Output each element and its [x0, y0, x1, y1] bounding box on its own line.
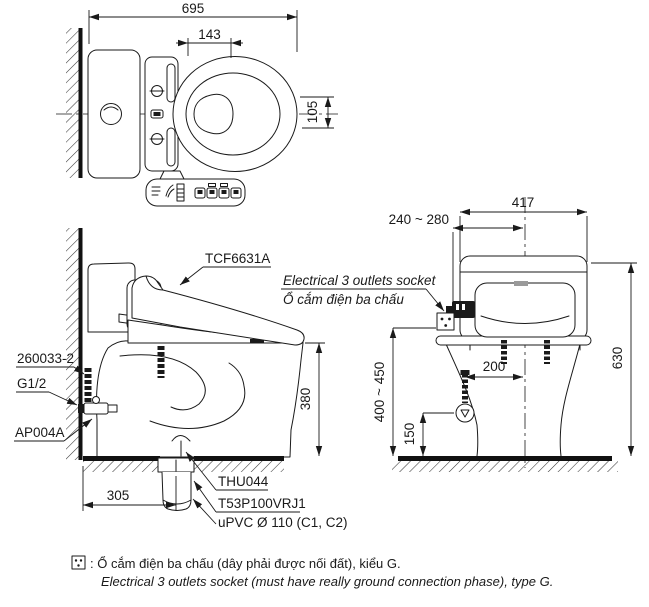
supply-valve-front — [455, 370, 475, 423]
dim-overall-depth: 695 — [88, 1, 298, 52]
dim-socket-offset: 240 ~ 280 — [389, 212, 523, 311]
dim-417-label: 417 — [512, 195, 535, 210]
drain-assembly — [157, 457, 195, 511]
trapway-curve-1 — [119, 354, 206, 411]
control-panel-top-view — [145, 170, 246, 207]
dim-valve-offset: 200 — [465, 359, 523, 381]
footnote-vietnamese: : Ổ cắm điện ba chấu (dây phải được nối … — [90, 556, 401, 571]
dim-400-450-label: 400 ~ 450 — [372, 362, 387, 422]
footnote: : Ổ cắm điện ba chấu (dây phải được nối … — [71, 555, 553, 589]
dim-bowl-offset: 105 — [300, 96, 334, 129]
wall-hatch — [66, 28, 79, 178]
toilet-side-profile — [87, 262, 305, 458]
dim-630-label: 630 — [610, 347, 625, 370]
label-washlet-model: TCF6631A — [205, 251, 270, 266]
pedestal-right-edge — [559, 343, 581, 457]
socket-callout-vi: Ổ cắm điện ba chấu — [283, 292, 404, 307]
seat-lid-top-view — [172, 56, 298, 172]
valve-body — [83, 402, 109, 415]
floor-front-view — [392, 456, 618, 472]
part-labels-side-view: TCF6631A 260033-2 G1/2 AP004A THU044 T53… — [14, 251, 348, 530]
outlet-arc — [171, 435, 191, 442]
dim-240-280-label: 240 ~ 280 — [389, 212, 449, 227]
socket-callout-en: Electrical 3 outlets socket — [283, 273, 437, 288]
dim-380-label: 380 — [298, 388, 313, 411]
dim-socket-height: 400 ~ 450 — [372, 327, 436, 456]
dim-305-label: 305 — [107, 488, 130, 503]
trapway-curve-2 — [149, 362, 246, 429]
dim-200-label: 200 — [483, 359, 506, 374]
dim-lid-inner-width: 143 — [176, 27, 243, 58]
front-view: 417 240 ~ 280 630 400 ~ 450 150 200 Elec — [281, 195, 637, 472]
panel-buttons — [194, 183, 242, 199]
tank-top-view — [87, 49, 141, 179]
dim-105-label: 105 — [305, 101, 320, 124]
dim-tank-width: 417 — [459, 195, 588, 262]
washlet-top-slot — [514, 281, 528, 286]
bowl-pedestal-side — [96, 340, 304, 458]
dim-rim-height: 380 — [298, 342, 325, 456]
washlet-hinge-details — [149, 63, 176, 167]
power-socket-icon — [436, 312, 455, 331]
spray-icon — [165, 184, 175, 198]
dim-valve-height: 150 — [402, 412, 454, 456]
socket-callout: Electrical 3 outlets socket Ổ cắm điện b… — [281, 273, 445, 312]
control-panel-icons — [151, 183, 242, 202]
label-drain-joint: T53P100VRJ1 — [218, 496, 306, 511]
wall-hatch-side — [66, 228, 79, 460]
dim-695-label: 695 — [182, 1, 205, 16]
label-angle-valve: AP004A — [15, 425, 65, 440]
label-supply-hose: 260033-2 — [17, 351, 74, 366]
dim-drain-set-out: 305 — [82, 466, 177, 511]
dim-143-label: 143 — [198, 27, 221, 42]
dim-overall-height: 630 — [591, 262, 637, 456]
side-view: 305 380 TCF6631A 260033-2 G1/2 AP004A TH… — [14, 228, 348, 530]
dim-150-label: 150 — [402, 423, 417, 446]
stop-valve-assembly — [78, 368, 118, 415]
toilet-front — [435, 255, 592, 457]
washlet-front — [474, 282, 576, 338]
label-drain-pipe: uPVC Ø 110 (C1, C2) — [218, 515, 348, 530]
footnote-english: Electrical 3 outlets socket (must have r… — [101, 574, 553, 589]
pedestal-left-edge — [445, 343, 479, 457]
label-thread-size: G1/2 — [17, 376, 46, 391]
valve-handle — [92, 396, 100, 404]
socket-legend-icon — [71, 555, 86, 570]
bowl-opening — [193, 93, 234, 135]
label-flange: THU044 — [218, 474, 269, 489]
top-view: 695 143 105 — [56, 1, 338, 207]
seat-foot — [250, 339, 264, 343]
